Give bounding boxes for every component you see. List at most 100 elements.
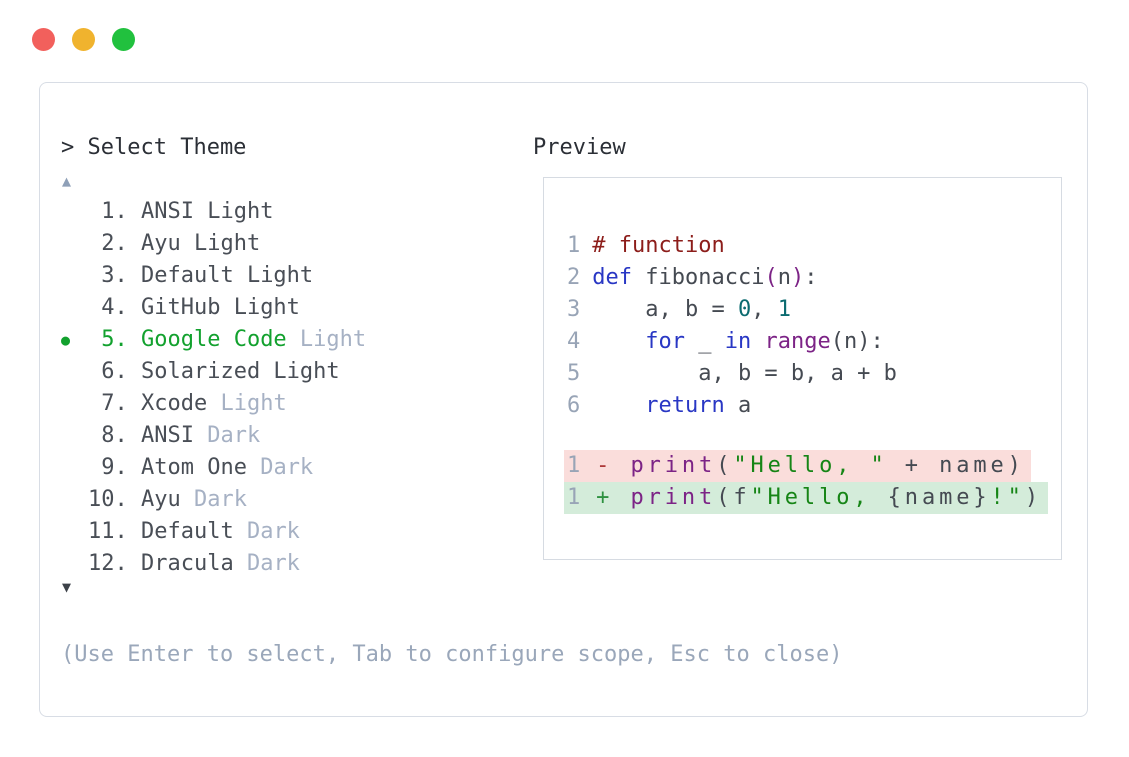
code-token [592,390,645,422]
selected-indicator-icon [61,548,88,580]
code-token: (f [716,485,751,510]
theme-item-separator: . [114,551,141,576]
code-token: ) [790,265,805,290]
code-token: (n): [830,329,884,354]
code-line-6: 6 return a [567,390,1048,422]
code-token: {name} [887,485,991,510]
code-token: ) [1024,485,1042,510]
theme-item-number: 12 [88,551,115,576]
code-token: print [630,485,717,510]
code-token: , [751,297,778,322]
theme-item-name: Dracula [140,551,234,576]
selected-indicator-icon [61,516,88,548]
theme-item-separator: . [114,519,141,544]
diff-line-removed: 1- print("Hello, " + name) [564,450,1031,482]
code-token: n [777,265,791,290]
theme-item-ansi[interactable]: 8. ANSI Dark [61,420,366,452]
code-line-1: 1# function [567,230,1048,262]
preview-panel: 1# function 2 def fibonacci (n): 3 a, b = 0,… [543,177,1062,560]
theme-item-variant: Dark [233,551,300,576]
scroll-up-icon[interactable]: ▲ [62,172,72,190]
code-token: a [724,393,752,418]
code-token: _ [684,329,725,354]
theme-item-dracula[interactable]: 12. Dracula Dark [61,548,366,580]
line-number: 5 [567,361,581,386]
code-token [751,326,764,358]
code-token: a, b = b, a + b [592,361,897,386]
selected-indicator-icon [61,452,88,484]
code-token: print [630,453,717,478]
code-token: in [724,329,752,354]
theme-item-ayu-light[interactable]: 2. Ayu Light [61,228,366,260]
theme-item-xcode[interactable]: 7. Xcode Light [61,388,366,420]
traffic-light-minimize-button[interactable] [72,28,95,51]
theme-item-name: Default Light [140,263,314,288]
code-line-3: 3 a, b = 0, 1 [567,294,1048,326]
theme-item-number: 5 [101,327,115,352]
code-token: ( [716,453,734,478]
theme-item-github-light[interactable]: 4. GitHub Light [61,292,366,324]
code-line-4: 4 for _ in range(n): [567,326,1048,358]
code-token: - [596,453,631,478]
theme-item-separator: . [114,391,141,416]
theme-item-solarized-light[interactable]: 6. Solarized Light [61,356,366,388]
line-number: 1 [567,453,585,478]
theme-item-separator: . [114,487,141,512]
code-token [592,326,645,358]
theme-item-separator: . [114,455,141,480]
selected-indicator-icon [61,196,88,228]
code-token: def [592,265,632,290]
traffic-light-zoom-button[interactable] [112,28,135,51]
theme-item-google-code[interactable]: ●5. Google Code Light [61,324,366,356]
theme-item-name: ANSI [140,423,194,448]
theme-item-ansi-light[interactable]: 1. ANSI Light [61,196,366,228]
theme-item-number: 6 [101,359,115,384]
theme-item-name: ANSI Light [140,199,274,224]
theme-item-number: 9 [101,455,115,480]
code-token: a, b = [592,297,738,322]
code-token: "Hello, " [733,453,888,478]
theme-item-number: 8 [101,423,115,448]
selected-indicator-icon [61,228,88,260]
theme-item-separator: . [114,231,141,256]
selected-indicator-icon [61,388,88,420]
selected-indicator-icon [61,292,88,324]
diff-block: 1- print("Hello, " + name)1+ print(f"Hel… [564,450,1048,514]
diff-line-added: 1 + print(f"Hello, {name}!") [564,482,1048,514]
theme-item-variant: Light [286,327,367,352]
theme-item-separator: . [114,263,141,288]
code-token: fibonacci [632,265,765,290]
line-number: 1 [567,233,581,258]
theme-item-name: Default [140,519,234,544]
code-token: 0 [737,297,752,322]
theme-item-variant: Dark [233,519,300,544]
code-block: 1# function 2 def fibonacci (n): 3 a, b = 0,… [564,230,1048,514]
code-line-5: 5 a, b = b, a + b [567,358,1048,390]
theme-item-number: 7 [101,391,115,416]
preview-label: Preview [533,135,626,160]
line-number: 1 [567,485,585,510]
theme-item-default[interactable]: 11. Default Dark [61,516,366,548]
code-token: + [596,485,631,510]
theme-item-number: 1 [101,199,115,224]
line-number: 2 [567,265,581,290]
code-token: 1 [777,297,791,322]
theme-item-name: Ayu Light [140,231,261,256]
selected-indicator-icon [61,260,88,292]
line-number: 4 [567,329,581,354]
theme-item-atom-one[interactable]: 9. Atom One Dark [61,452,366,484]
code-token: !" [990,485,1025,510]
traffic-light-close-button[interactable] [32,28,55,51]
theme-item-variant: Dark [180,487,247,512]
theme-item-default-light[interactable]: 3. Default Light [61,260,366,292]
theme-item-name: Google Code [140,327,287,352]
line-number: 3 [567,297,581,322]
theme-item-number: 10 [88,487,115,512]
theme-item-separator: . [114,359,141,384]
theme-item-ayu[interactable]: 10. Ayu Dark [61,484,366,516]
code-token: "Hello, [750,485,888,510]
scroll-down-icon[interactable]: ▼ [62,578,72,596]
